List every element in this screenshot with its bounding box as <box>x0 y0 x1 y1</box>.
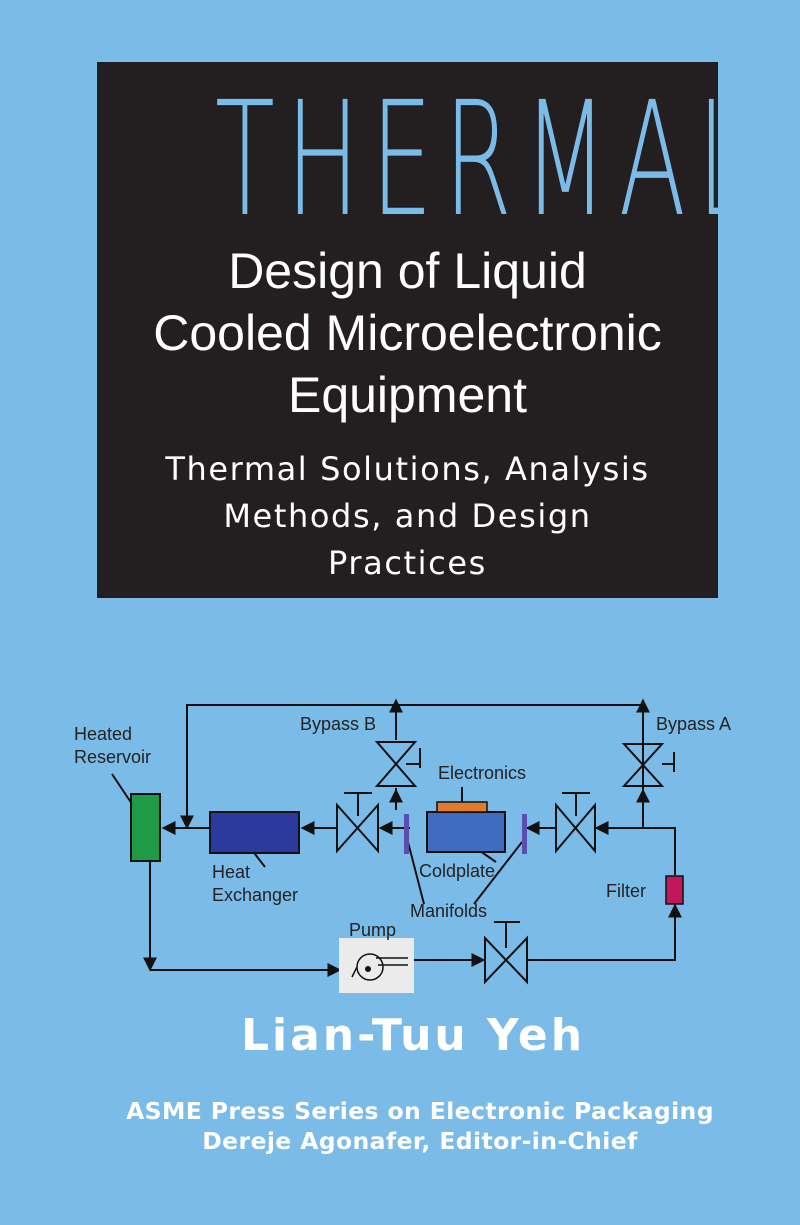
bypass-a-valve <box>621 743 675 787</box>
label-heat: Heat <box>212 862 250 882</box>
label-exchanger: Exchanger <box>212 885 298 905</box>
editor-in-chief: Dereje Agonafer, Editor-in-Chief <box>202 1127 638 1155</box>
series-name: ASME Press Series on Electronic Packagin… <box>126 1097 714 1125</box>
book-title-line: Cooled Microelectronic <box>153 305 662 361</box>
label-manifolds: Manifolds <box>410 901 487 921</box>
label-reservoir: Reservoir <box>74 747 151 767</box>
book-subtitle-line: Methods, and Design <box>223 497 592 535</box>
book-title-line: Equipment <box>287 367 528 423</box>
heated-reservoir <box>130 793 161 862</box>
coldplate-outlet-valve <box>336 792 379 854</box>
filter-inlet-line <box>528 903 682 961</box>
main-line-right <box>594 821 676 875</box>
manifold-left <box>404 814 409 854</box>
title-panel: THERMAL Design of Liquid Cooled Microele… <box>97 62 763 598</box>
label-bypass-b: Bypass B <box>300 714 376 734</box>
label-electronics: Electronics <box>438 763 526 783</box>
book-title: Design of Liquid Cooled Microelectronic … <box>97 240 718 426</box>
pump-outlet-valve <box>484 921 528 985</box>
cooling-loop-diagram: Heated Reservoir Bypass B Bypass A Elect… <box>74 698 731 993</box>
bypass-top-line <box>186 704 644 829</box>
book-subtitle-line: Practices <box>328 544 487 582</box>
book-title-line: Design of Liquid <box>228 243 587 299</box>
coldplate-inlet-valve <box>555 792 596 854</box>
electronics <box>436 801 488 813</box>
label-heated: Heated <box>74 724 132 744</box>
label-bypass-a: Bypass A <box>656 714 731 734</box>
heat-exchanger <box>209 811 300 854</box>
coldplate <box>426 811 506 853</box>
manifold-left-pointer <box>407 841 425 905</box>
pump <box>339 938 414 993</box>
label-filter: Filter <box>606 881 646 901</box>
label-pump: Pump <box>349 920 396 940</box>
series-info: ASME Press Series on Electronic Packagin… <box>0 1096 800 1156</box>
manifold-right-pointer <box>473 841 523 905</box>
series-title: THERMAL <box>214 68 763 252</box>
author-name: Lian-Tuu Yeh <box>240 1010 586 1061</box>
filter <box>665 875 684 905</box>
bypass-b-valve <box>374 741 421 787</box>
label-coldplate: Coldplate <box>419 861 495 881</box>
book-subtitle: Thermal Solutions, Analysis Methods, and… <box>97 446 718 587</box>
manifold-right <box>522 814 527 854</box>
book-subtitle-line: Thermal Solutions, Analysis <box>165 450 650 488</box>
